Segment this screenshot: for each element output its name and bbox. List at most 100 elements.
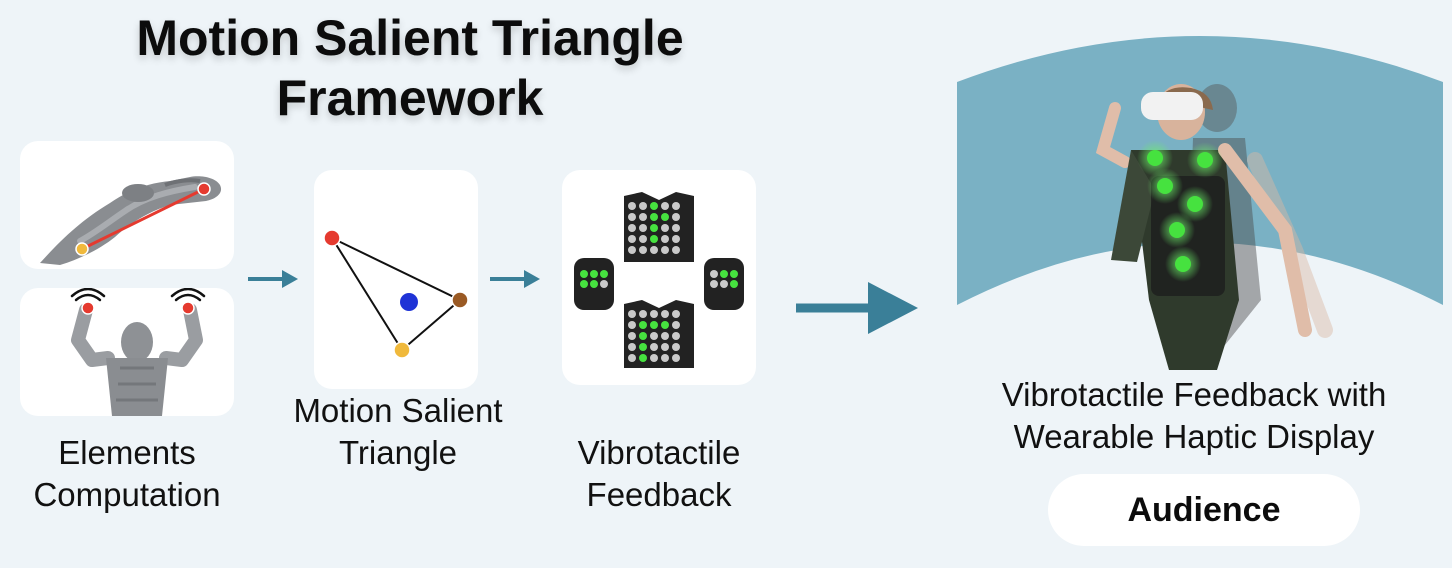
actuator-idle (672, 321, 680, 329)
vr-headset (1141, 92, 1203, 120)
actuator-idle (628, 332, 636, 340)
triangle-vertex-brown (451, 291, 469, 309)
actuator-idle (661, 235, 669, 243)
actuator-idle (628, 310, 636, 318)
person-with-haptic-vest (1095, 84, 1312, 370)
audience-badge: Audience (1048, 474, 1360, 546)
vest-front-grid (628, 202, 680, 254)
triangle-vertex-red (323, 229, 341, 247)
actuator-active (580, 270, 588, 278)
haptic-spot (1169, 222, 1185, 238)
actuator-active (661, 213, 669, 221)
vr-audience-scene (957, 36, 1443, 370)
red-marker-left (81, 301, 95, 315)
arm-pose-figure (40, 176, 222, 265)
haptic-spot (1175, 256, 1191, 272)
haptic-spot (1187, 196, 1203, 212)
actuator-idle (661, 202, 669, 210)
actuator-idle (672, 235, 680, 243)
actuator-active (720, 270, 728, 278)
actuator-idle (650, 246, 658, 254)
title-line-2: Framework (276, 70, 544, 126)
haptic-vest-card (562, 170, 756, 385)
triangle-vertex-yellow (393, 341, 411, 359)
haptic-spot (1197, 152, 1213, 168)
actuator-idle (661, 332, 669, 340)
actuator-idle (672, 213, 680, 221)
actuator-idle (710, 270, 718, 278)
actuator-idle (661, 343, 669, 351)
actuator-active (639, 354, 647, 362)
step-label-triangle: Motion Salient Triangle (293, 392, 503, 471)
step-label-elements: Elements Computation (33, 434, 221, 513)
red-marker-right (181, 301, 195, 315)
actuator-active (580, 280, 588, 288)
salience-line (81, 187, 205, 251)
arrow-right-icon (248, 270, 298, 288)
actuator-idle (628, 321, 636, 329)
actuator-active (600, 270, 608, 278)
actuator-idle (661, 354, 669, 362)
motion-salient-triangle (323, 229, 469, 359)
pose-card-hands (20, 288, 234, 416)
haptic-spot (1157, 178, 1173, 194)
actuator-idle (650, 354, 658, 362)
actuator-idle (672, 354, 680, 362)
triangle-centroid-blue (400, 293, 418, 311)
actuator-active (590, 280, 598, 288)
actuator-idle (672, 332, 680, 340)
diagram-title: Motion Salient Triangle Framework (60, 8, 760, 128)
actuator-idle (639, 202, 647, 210)
actuator-idle (628, 202, 636, 210)
step-label-feedback: Vibrotactile Feedback (577, 434, 741, 513)
haptic-spot (1147, 150, 1163, 166)
actuator-idle (650, 343, 658, 351)
actuator-idle (628, 224, 636, 232)
actuator-idle (600, 280, 608, 288)
sleeve-right-grid (710, 270, 738, 288)
actuator-idle (650, 310, 658, 318)
actuator-idle (661, 224, 669, 232)
actuator-active (730, 280, 738, 288)
actuator-idle (639, 213, 647, 221)
pose-card-arm (20, 141, 234, 269)
actuator-idle (628, 213, 636, 221)
actuator-active (639, 332, 647, 340)
actuator-idle (628, 246, 636, 254)
result-label: Vibrotactile Feedback with Wearable Hapt… (1001, 376, 1387, 455)
actuator-active (650, 224, 658, 232)
actuator-active (639, 321, 647, 329)
actuator-active (590, 270, 598, 278)
actuator-idle (661, 246, 669, 254)
actuator-idle (710, 280, 718, 288)
actuator-idle (639, 310, 647, 318)
actuator-idle (650, 332, 658, 340)
vibration-icon-left (70, 288, 106, 302)
triangle-card (314, 170, 478, 389)
vest-back-grid (628, 310, 680, 362)
actuator-idle (672, 310, 680, 318)
actuator-active (650, 321, 658, 329)
actuator-idle (639, 224, 647, 232)
actuator-active (650, 235, 658, 243)
actuator-idle (628, 343, 636, 351)
actuator-active (661, 321, 669, 329)
arrow-right-icon (490, 270, 540, 288)
actuator-idle (720, 280, 728, 288)
actuator-idle (672, 246, 680, 254)
actuator-idle (672, 343, 680, 351)
title-line-1: Motion Salient Triangle (136, 10, 684, 66)
actuator-active (650, 202, 658, 210)
actuator-active (730, 270, 738, 278)
actuator-idle (628, 235, 636, 243)
actuator-active (650, 213, 658, 221)
actuator-idle (628, 354, 636, 362)
big-arrow-right-icon (796, 282, 918, 334)
actuator-idle (672, 202, 680, 210)
yellow-marker (75, 242, 89, 256)
red-marker (197, 182, 211, 196)
haptic-vest-diagram (574, 192, 744, 368)
actuator-idle (639, 246, 647, 254)
actuator-active (639, 343, 647, 351)
hands-pose-figure (70, 288, 206, 416)
